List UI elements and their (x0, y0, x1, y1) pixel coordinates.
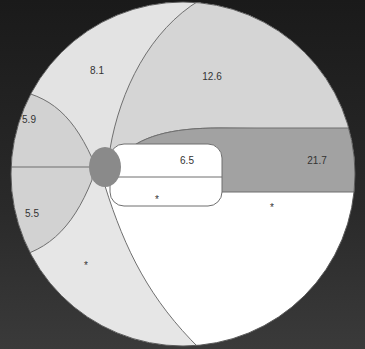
region-value: 8.1 (90, 66, 104, 76)
marker: * (155, 195, 159, 205)
region-value: 6.5 (180, 156, 194, 166)
region-value: 5.5 (25, 209, 39, 219)
marker: * (270, 203, 274, 213)
region-value: 12.6 (202, 72, 221, 82)
marker: * (84, 261, 88, 271)
optic-disc (89, 147, 121, 187)
horizontal-meridian (0, 167, 92, 168)
region-value: 5.9 (22, 115, 36, 125)
left-region (0, 88, 92, 260)
field-outline (11, 2, 355, 346)
lower-arc (105, 186, 200, 349)
region-value: 21.7 (307, 156, 326, 166)
central-box (110, 144, 222, 206)
horizontal-meridian (118, 177, 222, 178)
